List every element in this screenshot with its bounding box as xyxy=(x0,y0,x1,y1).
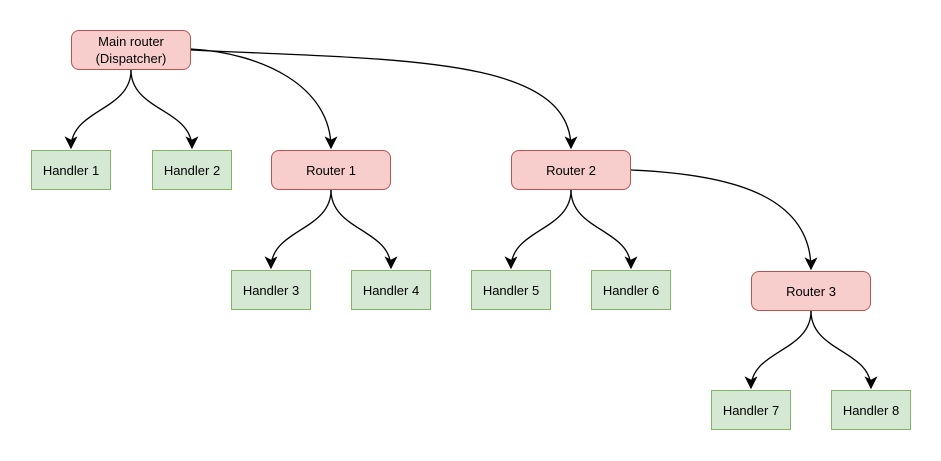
edge-main-to-router-2 xyxy=(190,49,578,150)
node-handler-8-label: Handler 8 xyxy=(842,402,900,418)
node-handler-1-label: Handler 1 xyxy=(42,162,100,178)
node-handler-3-label: Handler 3 xyxy=(242,282,300,298)
node-handler-2: Handler 2 xyxy=(152,150,232,190)
node-router-2-label: Router 2 xyxy=(546,162,596,178)
node-handler-3: Handler 3 xyxy=(231,270,311,310)
node-main-router-label-line1: Main router xyxy=(98,34,164,49)
node-router-1-label: Router 1 xyxy=(306,162,356,178)
node-router-2: Router 2 xyxy=(511,150,631,190)
node-handler-6-label: Handler 6 xyxy=(602,282,660,298)
node-handler-4: Handler 4 xyxy=(351,270,431,310)
edge-router-3-to-handler-8 xyxy=(810,310,878,390)
node-handler-5-label: Handler 5 xyxy=(482,282,540,298)
edge-main-to-router-1 xyxy=(190,48,338,150)
node-main-router: Main router (Dispatcher) xyxy=(71,30,191,70)
edge-router-1-to-handler-4 xyxy=(330,189,398,270)
node-handler-5: Handler 5 xyxy=(471,270,551,310)
edge-router-1-to-handler-3 xyxy=(264,189,332,270)
node-handler-4-label: Handler 4 xyxy=(362,282,420,298)
edge-router-2-to-router-3 xyxy=(630,169,818,271)
node-router-1: Router 1 xyxy=(271,150,391,190)
node-handler-6: Handler 6 xyxy=(591,270,671,310)
edge-router-2-to-handler-5 xyxy=(504,189,572,270)
node-handler-7: Handler 7 xyxy=(711,390,791,430)
node-handler-7-label: Handler 7 xyxy=(722,402,780,418)
node-handler-8: Handler 8 xyxy=(831,390,911,430)
edge-router-3-to-handler-7 xyxy=(744,310,812,390)
node-handler-2-label: Handler 2 xyxy=(163,162,221,178)
edge-router-2-to-handler-6 xyxy=(570,189,638,270)
node-router-3-label: Router 3 xyxy=(786,283,836,299)
node-main-router-label-line2: (Dispatcher) xyxy=(95,51,167,66)
edge-main-to-handler-1 xyxy=(64,69,132,150)
node-router-3: Router 3 xyxy=(751,271,871,311)
edge-main-to-handler-2 xyxy=(130,69,199,150)
node-handler-1: Handler 1 xyxy=(31,150,111,190)
